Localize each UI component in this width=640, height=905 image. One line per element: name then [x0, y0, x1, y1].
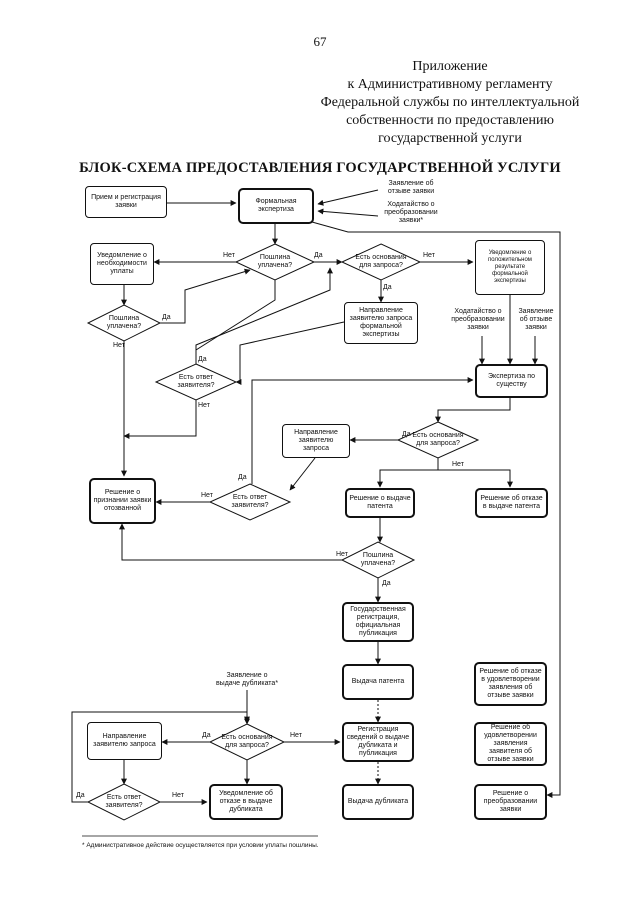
box-gos-reg: Государственная регистрация, официальная… — [342, 602, 414, 642]
box-reshenie-vydache: Решение о выдаче патента — [345, 488, 415, 518]
appendix-line: к Административному регламенту — [347, 77, 553, 92]
label-no: Нет — [198, 402, 210, 409]
label-no: Нет — [452, 461, 464, 468]
footnote: * Административное действие осуществляет… — [82, 842, 319, 849]
box-expertiza: Экспертиза по существу — [475, 364, 548, 398]
note-zayav-otzyv2: Заявление об отзыве заявки — [518, 308, 554, 331]
label-yes: Да — [202, 732, 211, 739]
appendix-line: государственной услуги — [378, 131, 522, 146]
decision-text: Пошлина уплачена? — [257, 254, 293, 269]
label-no: Нет — [172, 792, 184, 799]
note-hodat-preobr: Ходатайство о преобразовании заявки* — [384, 201, 438, 224]
decision-text: Есть ответ заявителя? — [177, 374, 215, 389]
decision-text: Пошлина уплачена? — [106, 315, 142, 330]
label-no: Нет — [423, 252, 435, 259]
page-title: БЛОК-СХЕМА ПРЕДОСТАВЛЕНИЯ ГОСУДАРСТВЕННО… — [79, 160, 561, 176]
box-napr-zapros2: Направление заявителю запроса — [87, 722, 162, 760]
box-napr-zapros: Направление заявителю запроса — [282, 424, 350, 458]
decision-text: Пошлина уплачена? — [360, 552, 396, 567]
decision-diamond — [208, 483, 292, 521]
box-napr-formal: Направление заявителю запроса формальной… — [344, 302, 418, 344]
box-vydacha-dubl: Выдача дубликата — [342, 784, 414, 820]
label-no: Нет — [336, 551, 348, 558]
label-yes: Да — [402, 431, 411, 438]
box-udovl-otzyv: Решение об удовлетворении заявления заяв… — [474, 722, 547, 766]
box-uved-polozh: Уведомление о положительном результате ф… — [475, 240, 545, 295]
box-uved-otkaz-dubl: Уведомление об отказе в выдаче дубликата — [209, 784, 283, 820]
box-registracia-dubl: Регистрация сведений о выдаче дубликата … — [342, 722, 414, 762]
label-no: Нет — [223, 252, 235, 259]
box-formal-expertiza: Формальная экспертиза — [238, 188, 314, 224]
box-priem: Прием и регистрация заявки — [85, 186, 167, 218]
appendix-header: Приложение к Административному регламент… — [250, 58, 640, 148]
appendix-line: собственности по предоставлению — [346, 113, 554, 128]
label-yes: Да — [162, 314, 171, 321]
box-vydacha: Выдача патента — [342, 664, 414, 700]
decision-text: Есть ответ заявителя? — [231, 494, 269, 509]
decision-text: Есть основания для запроса? — [412, 432, 464, 447]
label-no: Нет — [290, 732, 302, 739]
box-uved-neobh: Уведомление о необходимости уплаты — [90, 243, 154, 285]
appendix-line: Приложение — [412, 59, 488, 74]
label-yes: Да — [198, 356, 207, 363]
box-reshenie-preobr: Решение о преобразовании заявки — [474, 784, 547, 820]
box-reshenie-otozv: Решение о признании заявки отозванной — [89, 478, 156, 524]
note-zayav-otzyv: Заявление об отзыве заявки — [387, 180, 435, 195]
decision-diamond — [86, 783, 162, 821]
appendix-line: Федеральной службы по интеллектуальной — [320, 95, 580, 110]
note-hodat-preobr2: Ходатайство о преобразовании заявки — [451, 308, 505, 331]
decision-text: Есть ответ заявителя? — [105, 794, 143, 809]
box-reshenie-otkaz: Решение об отказе в выдаче патента — [475, 488, 548, 518]
label-yes: Да — [383, 284, 392, 291]
decision-text: Есть основания для запроса? — [355, 254, 407, 269]
box-otkaz-otzyv: Решение об отказе в удовлетворении заявл… — [474, 662, 547, 706]
label-yes: Да — [76, 792, 85, 799]
label-yes: Да — [382, 580, 391, 587]
label-yes: Да — [238, 474, 247, 481]
label-no: Нет — [113, 342, 125, 349]
decision-text: Есть основания для запроса? — [221, 734, 273, 749]
label-yes: Да — [314, 252, 323, 259]
note-zayav-dubl: Заявление о выдаче дубликата* — [215, 672, 279, 687]
page-number: 67 — [313, 34, 327, 49]
label-no: Нет — [201, 492, 213, 499]
